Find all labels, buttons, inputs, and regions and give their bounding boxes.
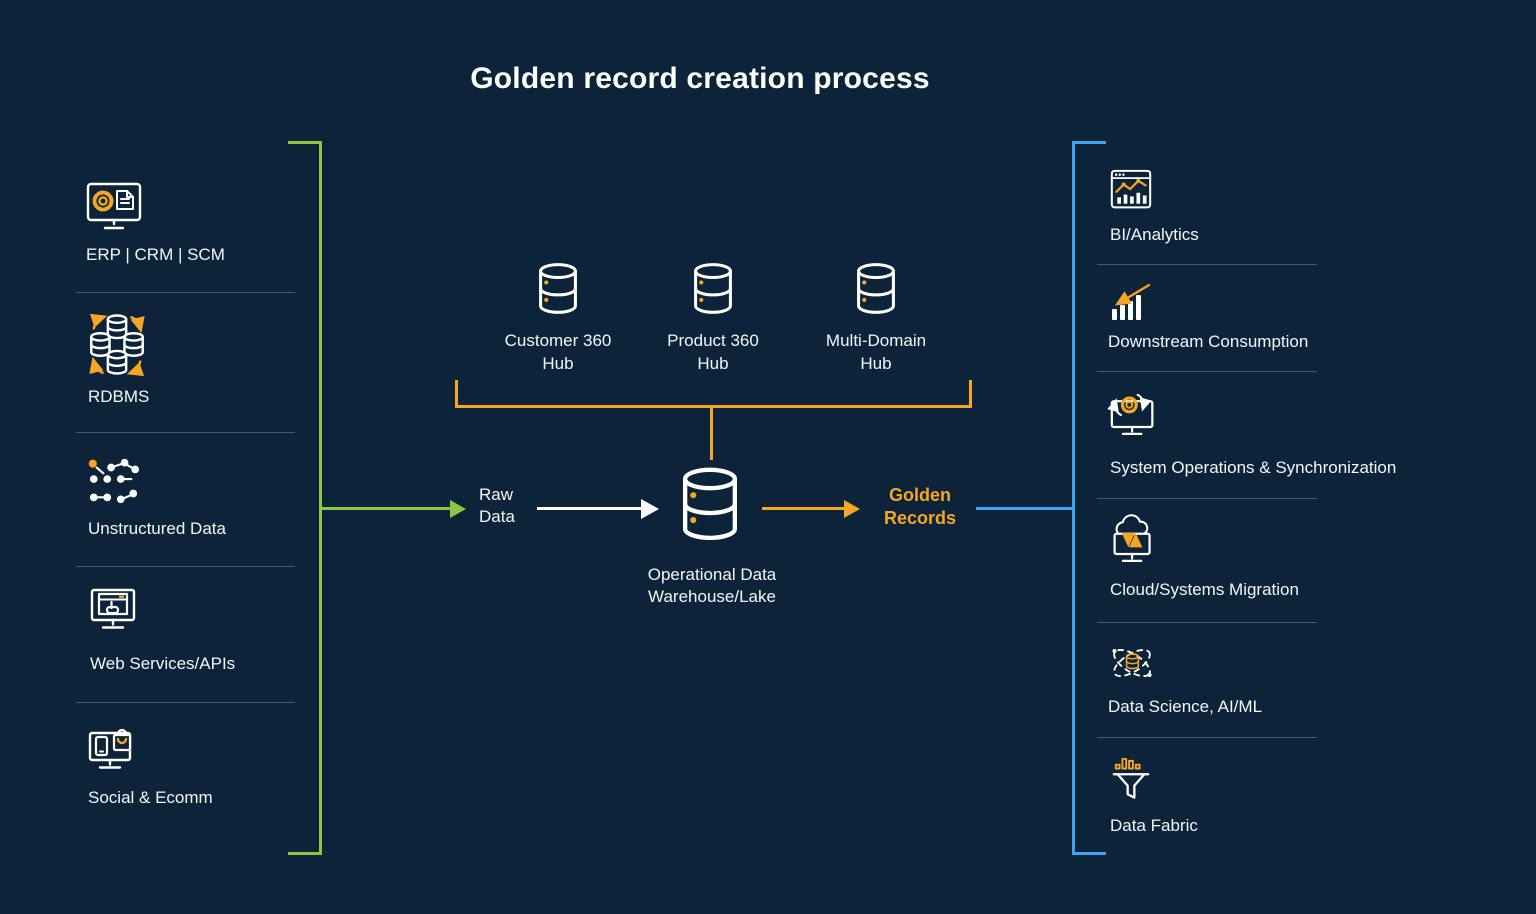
downstream-consumption-icon: [1112, 283, 1151, 320]
raw-data-arrow-head: [450, 500, 466, 518]
source-label: RDBMS: [88, 387, 150, 406]
destination-label: Data Fabric: [1110, 816, 1198, 835]
golden-records-arrow-head: [844, 500, 860, 518]
destination-item-data-fabric: Data Fabric: [1110, 754, 1198, 835]
web-services-apis-icon: [90, 588, 136, 629]
source-item-erp-crm-scm: ERP | CRM | SCM: [86, 182, 225, 264]
rdbms-icon: [89, 313, 145, 377]
raw-data-label: Raw Data: [479, 485, 515, 526]
destination-item-cloud-migration: Cloud/Systems Migration: [1110, 514, 1299, 599]
destination-item-system-operations: System Operations & Synchronization: [1107, 388, 1396, 477]
destination-item-downstream: Downstream Consumption: [1108, 282, 1308, 351]
unstructured-data-icon: [88, 458, 140, 504]
destination-item-data-science: Data Science, AI/ML: [1108, 638, 1262, 716]
source-item-social-ecomm: Social & Ecomm: [88, 725, 213, 807]
ingest-arrow-head: [641, 499, 659, 519]
data-fabric-icon: [1112, 758, 1150, 799]
golden-records-arrow-line: [762, 507, 844, 510]
system-operations-icon: [1107, 393, 1154, 435]
database-icon: [851, 262, 901, 318]
divider: [1097, 264, 1317, 265]
source-label: Web Services/APIs: [90, 654, 236, 673]
destination-label: Data Science, AI/ML: [1108, 697, 1263, 716]
hub-multi-domain: Multi-Domain Hub: [801, 262, 951, 375]
erp-crm-scm-icon: [86, 182, 142, 230]
operational-warehouse: [674, 466, 746, 551]
hub-label: Product 360 Hub: [667, 331, 759, 373]
golden-records-label: Golden Records: [883, 485, 957, 528]
divider: [1097, 622, 1317, 623]
source-label: ERP | CRM | SCM: [86, 245, 225, 264]
hub-customer-360: Customer 360 Hub: [483, 262, 633, 375]
destination-label: System Operations & Synchronization: [1110, 458, 1397, 477]
destination-item-bi-analytics: BI/Analytics: [1110, 168, 1199, 244]
warehouse-label: Operational Data Warehouse/Lake: [647, 565, 777, 606]
ingest-arrow-line: [537, 507, 641, 510]
hub-label: Customer 360 Hub: [504, 331, 612, 373]
page-title: Golden record creation process: [470, 62, 930, 95]
source-item-rdbms: RDBMS: [88, 313, 149, 406]
divider: [76, 702, 295, 703]
divider: [1097, 737, 1317, 738]
raw-data-arrow-line: [322, 507, 450, 510]
divider: [1097, 498, 1317, 499]
hub-label: Multi-Domain Hub: [825, 331, 927, 373]
cloud-systems-migration-icon: [1113, 514, 1151, 562]
data-science-icon: [1112, 648, 1152, 678]
divider: [1097, 371, 1317, 372]
divider: [76, 292, 295, 293]
destinations-bracket: [1072, 141, 1106, 855]
database-icon: [533, 262, 583, 318]
divider: [76, 566, 295, 567]
source-label: Unstructured Data: [88, 519, 226, 538]
source-item-web-services: Web Services/APIs: [90, 586, 235, 673]
bi-analytics-icon: [1110, 169, 1152, 209]
source-label: Social & Ecomm: [88, 788, 213, 807]
destination-label: Downstream Consumption: [1108, 332, 1309, 351]
social-ecomm-icon: [88, 728, 132, 769]
divider: [76, 432, 295, 433]
hubs-bracket-stem: [710, 408, 713, 460]
source-item-unstructured: Unstructured Data: [88, 458, 226, 538]
database-icon: [688, 262, 738, 318]
database-icon: [674, 466, 746, 546]
destination-label: Cloud/Systems Migration: [1110, 580, 1299, 599]
sources-bracket: [288, 141, 322, 855]
distribution-line: [976, 507, 1075, 510]
hub-product-360: Product 360 Hub: [638, 262, 788, 375]
hubs-bracket: [455, 380, 972, 408]
destination-label: BI/Analytics: [1110, 225, 1199, 244]
